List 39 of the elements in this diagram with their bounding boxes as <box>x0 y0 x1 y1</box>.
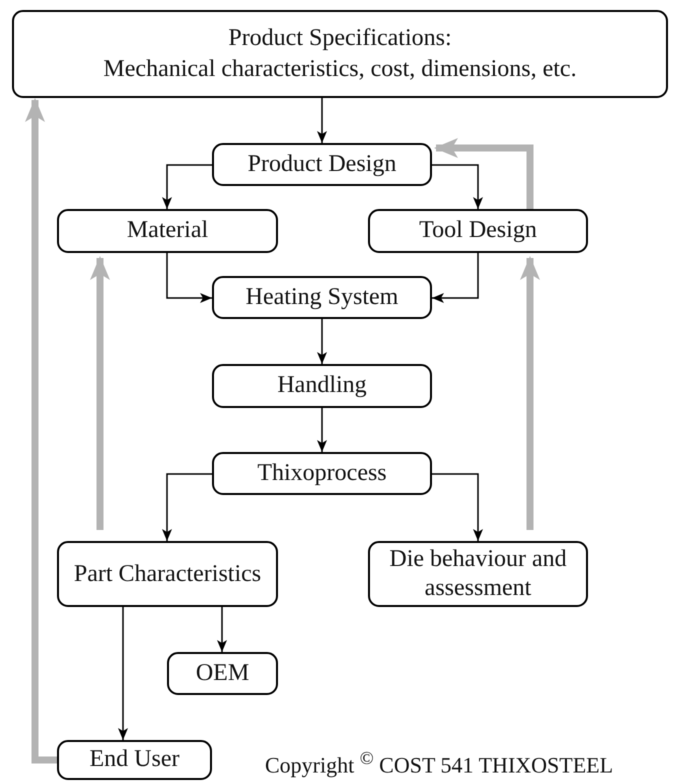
arrow <box>217 607 227 652</box>
process-box <box>57 209 278 253</box>
arrow <box>317 319 327 364</box>
arrow <box>432 473 483 541</box>
feedback-arrow <box>434 138 534 209</box>
box-label: Product Design <box>248 150 396 179</box>
process-box <box>167 652 278 695</box>
box-label: Mechanical characteristics, cost, dimensions, etc. <box>103 55 577 84</box>
box-label: Handling <box>277 371 367 400</box>
process-box <box>57 541 278 607</box>
box-label: Heating System <box>246 282 398 312</box>
arrow <box>317 408 327 452</box>
process-box <box>368 541 588 607</box>
box-label: OEM <box>196 658 250 688</box>
box-label: Die behaviour and assessment <box>388 545 568 603</box>
arrow <box>432 164 483 209</box>
feedback-arrow <box>90 256 110 530</box>
arrow <box>432 253 479 303</box>
process-box <box>212 276 432 319</box>
box-label: End User <box>90 745 180 774</box>
process-box <box>368 209 588 253</box>
process-box <box>212 452 432 495</box>
arrow <box>317 98 327 143</box>
feedback-arrow <box>520 256 540 530</box>
process-box <box>57 740 212 780</box>
arrow <box>118 607 128 740</box>
process-box <box>212 364 432 408</box>
process-box <box>212 143 432 186</box>
arrow <box>162 473 212 541</box>
box-label: Material <box>126 216 208 246</box>
arrow <box>162 164 212 209</box>
box-heading: Product Specifications: <box>228 24 452 53</box>
copyright-note: Copyright $^{©}$ COST 541 THIXOSTEEL <box>265 748 614 778</box>
box-label: Thixoprocess <box>257 458 387 488</box>
process-box <box>12 10 668 98</box>
box-label: Tool Design <box>419 216 537 246</box>
box-label: Part Characteristics <box>74 560 262 588</box>
arrow <box>166 253 212 303</box>
feedback-arrow <box>25 98 57 764</box>
